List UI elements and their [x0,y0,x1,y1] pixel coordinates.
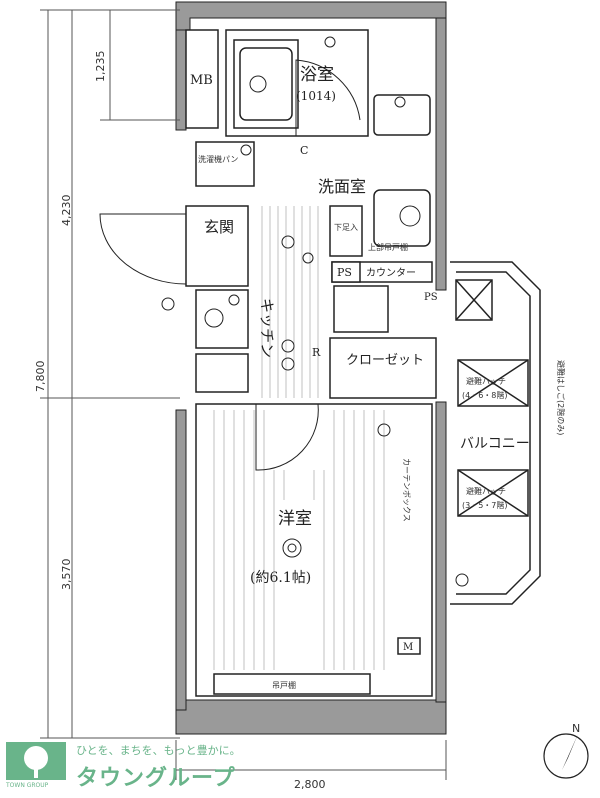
hatch1-label: 避難ハッチ [466,376,506,386]
tree-icon [6,742,66,780]
hatch1-floors-label: (4・6・8階) [462,390,508,400]
floor-stripes [213,206,385,670]
curtain-box-label: カーテンボックス [402,458,411,522]
western-size-label: (約6.1帖) [250,570,311,586]
doors [99,59,361,471]
meter-label: M [403,642,413,653]
bath-label: 浴室 [300,65,334,85]
dim-label-4230: 4,230 [60,195,73,227]
entrance-label: 玄関 [204,218,234,236]
fixtures [161,36,469,587]
hatch2-label: 避難ハッチ [466,486,506,496]
logo-name: タウングループ [76,766,236,791]
kitchen-label: キッチン [258,298,276,358]
dim-label-3570: 3,570 [60,559,73,591]
closet-label: クローゼット [346,353,424,368]
walls [175,1,447,735]
counter-label: カウンター [366,267,416,279]
fridge-label: R [312,346,321,359]
ladder-note-label: 避難はしご(2階のみ) [556,360,566,435]
hatch2-floors-label: (3・5・7階) [462,500,508,510]
washer-pan-label: 洗濯機パン [198,154,238,164]
dimension-lines [40,9,447,780]
town-group-logo: ひとを、まちを、もっと豊かに。 タウングループ TOWN GROUP [6,742,306,794]
washroom-label: 洗面室 [318,177,366,196]
compass: N [543,722,589,779]
dim-label-1235: 1,235 [94,51,107,83]
interior [185,29,437,697]
dim-label-2800: 2,800 [294,778,326,791]
bath-size-label: (1014) [296,89,336,103]
logo-sub: TOWN GROUP [6,782,49,789]
compass-n-label: N [572,722,580,735]
ps2-label: PS [424,292,438,303]
ps1-label: PS [337,266,352,279]
shoebox-label: 下足入 [334,223,358,232]
western-label: 洋室 [278,509,312,529]
upper-shelf-label: 上部吊戸棚 [368,242,408,252]
logo-tagline: ひとを、まちを、もっと豊かに。 [76,744,241,757]
balcony-label: バルコニー [460,436,530,452]
mb-label: MB [190,73,213,88]
c-mark-label: C [300,144,308,157]
balcony-outline [450,261,541,605]
dim-label-7800: 7,800 [34,361,47,393]
hanging-shelf-label: 吊戸棚 [272,680,296,690]
